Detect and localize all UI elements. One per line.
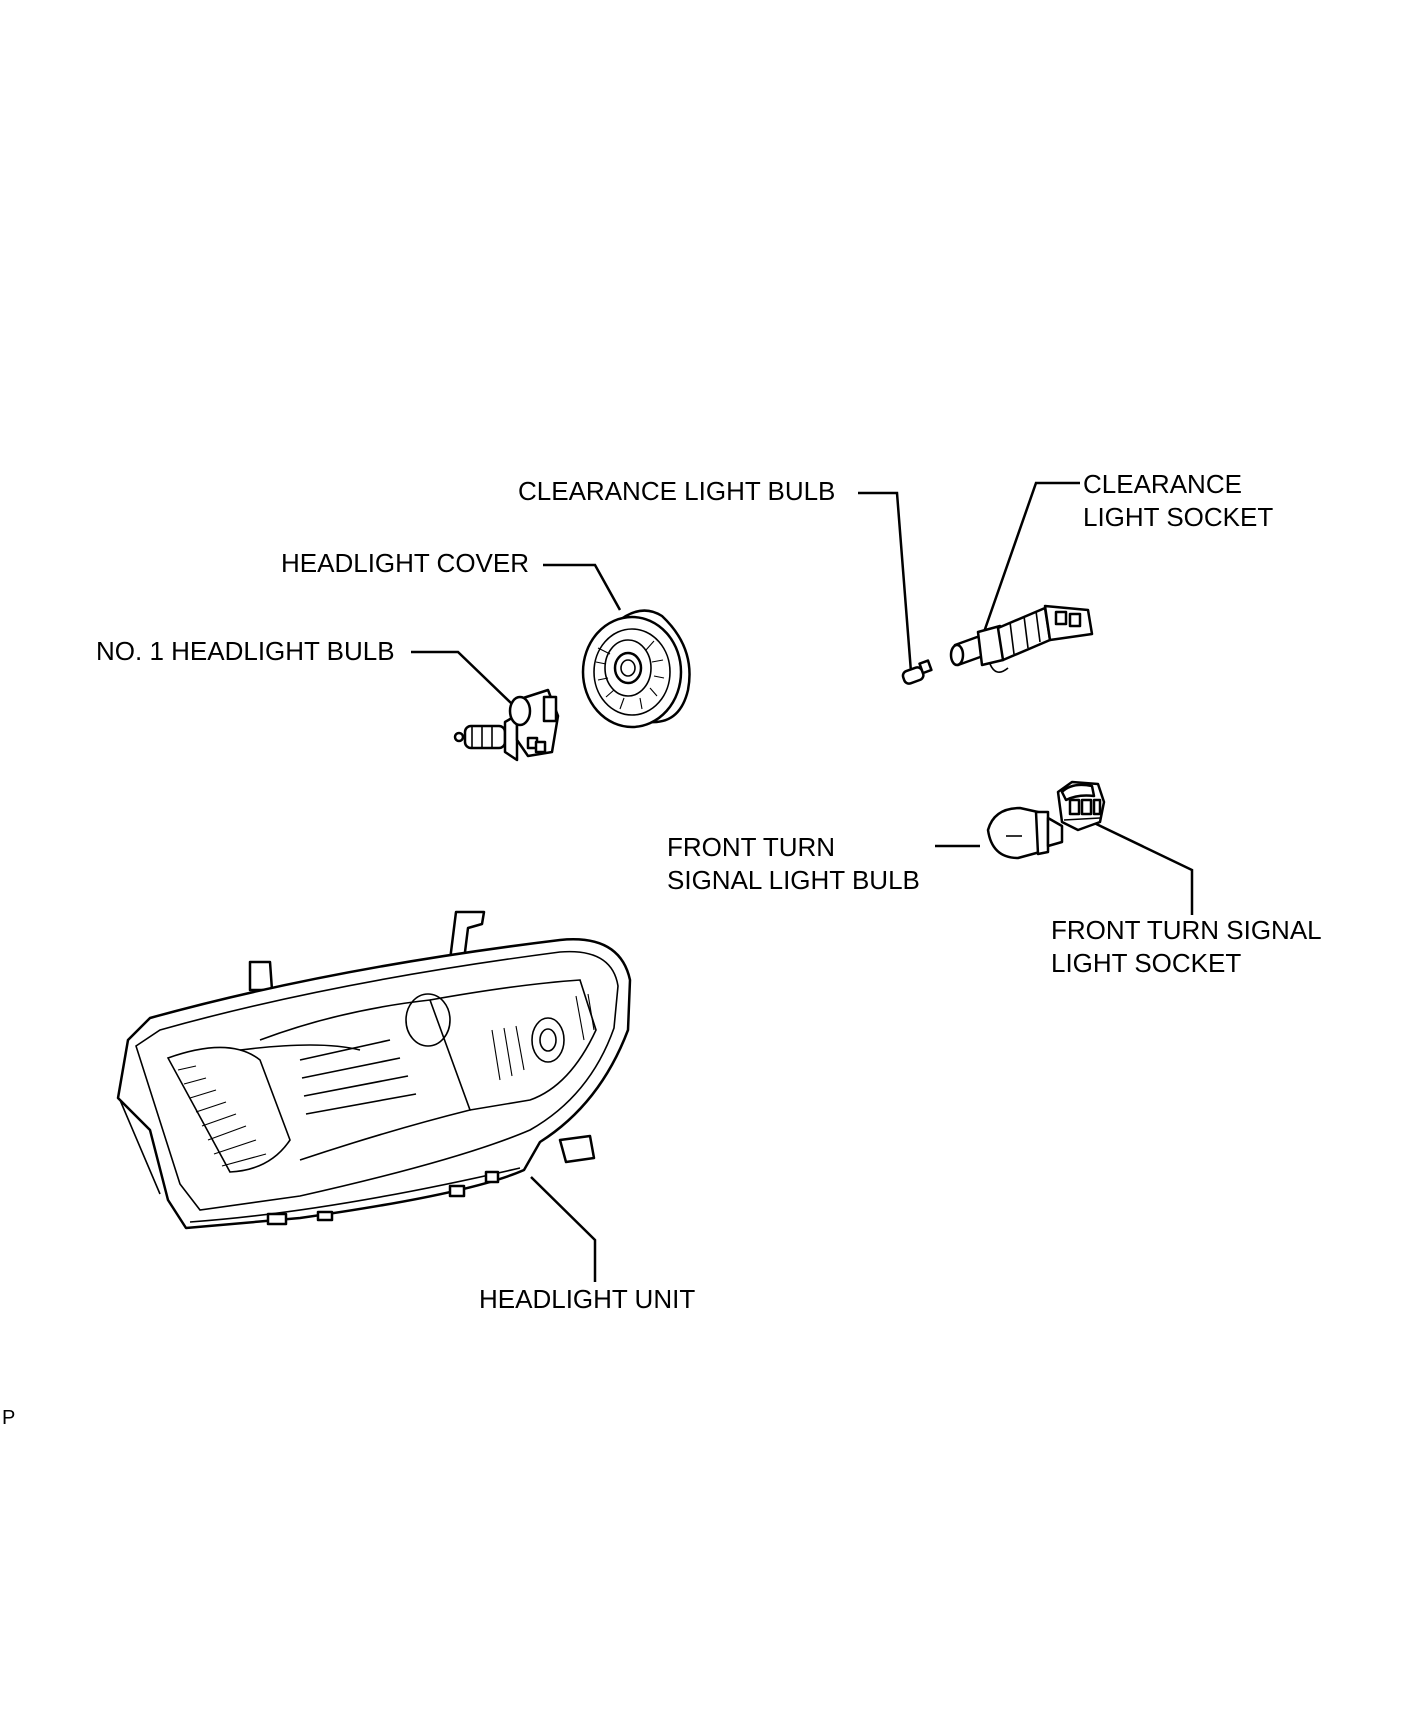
leader-no1-headlight-bulb	[411, 650, 513, 705]
clearance-light-bulb-drawing	[901, 659, 933, 685]
leader-front-turn-signal-light-socket	[1089, 819, 1194, 915]
label-front-turn-signal-light-socket-line2: LIGHT SOCKET	[1051, 948, 1241, 978]
headlight-left-tab	[248, 960, 274, 992]
leader-headlight-cover	[543, 563, 622, 611]
label-front-turn-signal-light-bulb-line2: SIGNAL LIGHT BULB	[667, 865, 920, 895]
leader-clearance-light-socket	[982, 481, 1080, 633]
headlight-unit-drawing	[116, 910, 632, 1230]
clearance-light-socket-drawing	[949, 604, 1094, 673]
headlight-rear-tab	[558, 1134, 596, 1164]
label-clearance-light-socket-line2: LIGHT SOCKET	[1083, 502, 1273, 532]
leader-clearance-light-bulb	[858, 491, 913, 673]
leader-lines	[411, 481, 1194, 1282]
headlight-cover-drawing	[581, 609, 691, 729]
label-headlight-cover: HEADLIGHT COVER	[281, 548, 529, 578]
label-clearance-light-bulb: CLEARANCE LIGHT BULB	[518, 476, 835, 506]
leader-headlight-unit	[530, 1176, 597, 1282]
label-front-turn-signal-light-socket-line1: FRONT TURN SIGNAL	[1051, 915, 1322, 945]
corner-mark: P	[2, 1407, 15, 1429]
label-clearance-light-socket-line1: CLEARANCE	[1083, 469, 1242, 499]
label-no1-headlight-bulb: NO. 1 HEADLIGHT BULB	[96, 636, 395, 666]
front-turn-signal-light-socket-drawing	[1056, 780, 1106, 832]
front-turn-signal-light-bulb-drawing	[986, 806, 1064, 860]
no1-headlight-bulb-drawing	[453, 688, 560, 762]
label-headlight-unit: HEADLIGHT UNIT	[479, 1284, 695, 1314]
label-front-turn-signal-light-bulb-line1: FRONT TURN	[667, 832, 835, 862]
